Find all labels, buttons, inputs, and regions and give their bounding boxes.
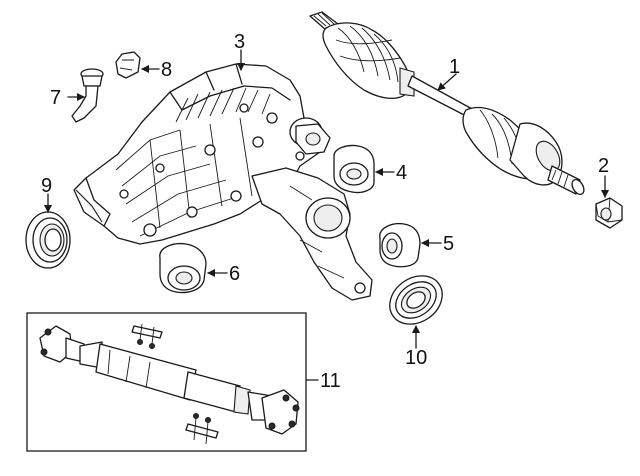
callout-6[interactable]: 6 (229, 263, 240, 285)
vent-clip-part[interactable] (115, 51, 141, 79)
drive-shaft-box (26, 312, 307, 452)
callout-11[interactable]: 11 (320, 370, 341, 392)
bushing-lower-part[interactable] (159, 242, 207, 294)
callout-5[interactable]: 5 (443, 233, 454, 255)
callout-8[interactable]: 8 (161, 59, 172, 81)
axle-nut-part[interactable] (595, 197, 623, 229)
seal-left-part[interactable] (25, 211, 71, 269)
leader-lines (44, 49, 609, 381)
axle-shaft-part[interactable] (309, 11, 586, 196)
bushing-upper-part[interactable] (333, 144, 375, 194)
vent-hose-part[interactable] (71, 68, 104, 123)
callout-4[interactable]: 4 (396, 162, 407, 184)
callout-9[interactable]: 9 (41, 175, 52, 197)
callout-labels: 1 2 3 4 5 6 7 8 9 10 11 (41, 31, 609, 392)
drive-shaft-part[interactable] (39, 323, 300, 445)
seal-right-part[interactable] (380, 266, 451, 334)
carrier-mount-arm (251, 123, 373, 301)
callout-10[interactable]: 10 (405, 347, 427, 369)
callout-1[interactable]: 1 (449, 56, 460, 78)
callout-2[interactable]: 2 (598, 155, 609, 177)
callout-3[interactable]: 3 (234, 31, 245, 53)
callout-7[interactable]: 7 (50, 87, 61, 109)
bushing-right-part[interactable] (379, 222, 421, 268)
